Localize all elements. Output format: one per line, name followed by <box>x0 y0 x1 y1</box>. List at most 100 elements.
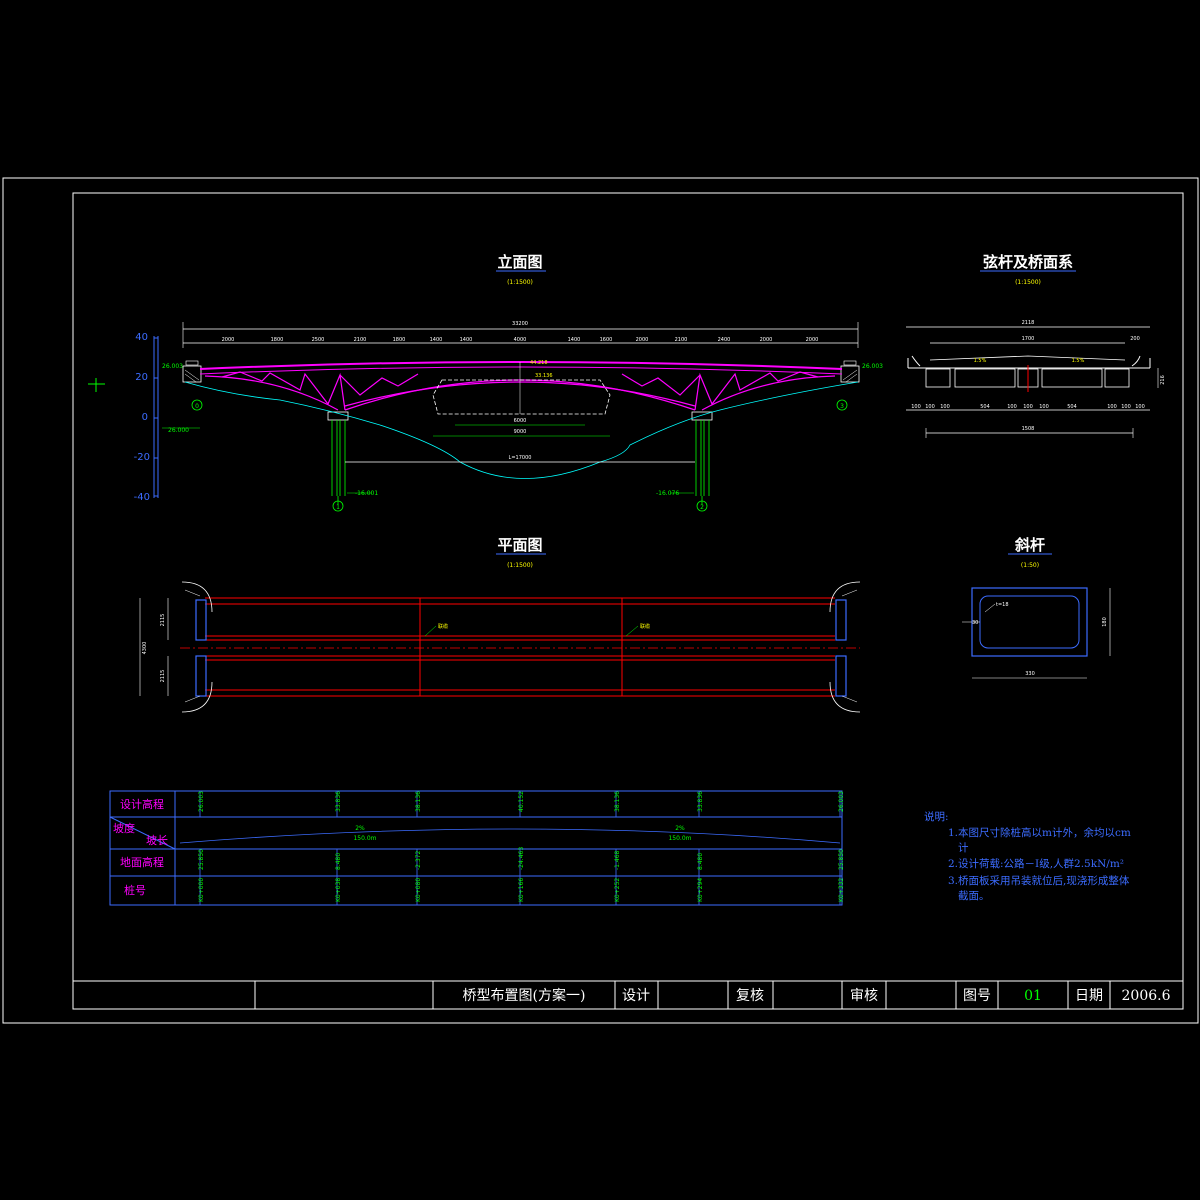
design-elev-7: 26.003 <box>838 791 845 812</box>
ground-elevation: 26.000 <box>168 427 189 434</box>
review-label: 复核 <box>736 987 764 1004</box>
grade-right: 2% <box>675 825 685 832</box>
station-3: K0+080 <box>415 878 422 902</box>
diagonal-section: 斜杆 (1:50) t=18 30 180 330 <box>962 536 1111 679</box>
seg-dim-3: 2500 <box>312 337 325 343</box>
station-5: K0+252 <box>614 878 621 902</box>
station-6: K0+294 <box>697 878 704 902</box>
sheet-label: 图号 <box>963 988 991 1004</box>
design-elev-1: 26.003 <box>198 791 205 812</box>
chord-deck-section: 弦杆及桥面系 (1:1500) 2118 1700 200 1.5% 1.5% … <box>906 253 1166 438</box>
sheet-number: 01 <box>1024 988 1042 1004</box>
axis-tick-0: 0 <box>142 412 148 423</box>
left-abutment <box>182 360 202 383</box>
chord-slope-left: 1.5% <box>974 358 987 364</box>
chord-bot-dim-5: 100 <box>1007 404 1017 410</box>
brace-left-label: 联缆 <box>438 623 448 630</box>
design-elev-3: 38.136 <box>415 791 422 812</box>
chord-bottom-dims: 100 100 100 504 100 100 100 504 100 100 … <box>911 404 1145 410</box>
chord-bot-dim-4: 504 <box>980 404 990 410</box>
chord-bot-dim-1: 100 <box>911 404 921 410</box>
chord-bot-dim-10: 100 <box>1121 404 1131 410</box>
chord-bot-dim-7: 100 <box>1039 404 1049 410</box>
chord-bot-dim-2: 100 <box>925 404 935 410</box>
chord-bot-dim-3: 100 <box>940 404 950 410</box>
axis-tick-20: 20 <box>135 372 148 383</box>
chord-curb-width: 200 <box>1130 336 1140 342</box>
seg-dim-13: 2400 <box>718 337 731 343</box>
chord-bot-dim-9: 100 <box>1107 404 1117 410</box>
right-abutment <box>840 360 860 383</box>
station-7: K0+332 <box>838 878 845 902</box>
note-line-3: 2.设计荷载:公路－Ⅰ级,人群2.5kN/m² <box>948 857 1124 870</box>
seg-dim-12: 2100 <box>675 337 688 343</box>
diagonal-title: 斜杆 <box>1014 536 1045 554</box>
elevation-total-span: 33200 <box>512 321 528 327</box>
diagonal-width: 330 <box>1025 671 1035 677</box>
diagonal-scale: (1:50) <box>1021 562 1039 569</box>
station-4: K0+166 <box>518 878 525 902</box>
design-elev-5: 38.136 <box>614 791 621 812</box>
profile-table: 设计高程 坡度 坡长 地面高程 桩号 26.003 33.836 38.136 … <box>109 790 845 906</box>
pier-2 <box>691 411 713 505</box>
design-elev-4: 40.152 <box>518 791 525 812</box>
check-label: 审核 <box>850 988 878 1004</box>
chord-bot-dim-8: 504 <box>1067 404 1077 410</box>
ground-profile <box>184 381 859 479</box>
crown-elevation: 44.218 <box>530 360 548 366</box>
ground-elev-6: 8.480 <box>697 853 704 870</box>
ground-elev-4: -24.463 <box>518 847 525 870</box>
design-elev-6: 33.836 <box>697 791 704 812</box>
slope-length-left: 150.0m <box>353 835 376 842</box>
plan-right-abutment <box>829 581 861 713</box>
chord-height: 216 <box>1160 375 1166 385</box>
design-elevation-values: 26.003 33.836 38.136 40.152 38.136 33.83… <box>198 791 845 812</box>
seg-dim-9: 1400 <box>568 337 581 343</box>
elevation-title: 立面图 <box>497 253 542 271</box>
row-label-station: 桩号 <box>124 883 146 897</box>
title-block: 桥型布置图(方案一) 设计 复核 审核 图号 01 日期 2006.6 <box>73 980 1183 1009</box>
note-line-2: 计 <box>958 841 969 854</box>
chord-deck-title: 弦杆及桥面系 <box>983 253 1073 271</box>
notes-block: 说明: 1.本图尺寸除桩高以m计外，余均以cm 计 2.设计荷载:公路－Ⅰ级,人… <box>924 810 1131 902</box>
brace-right-label: 联缆 <box>640 623 650 630</box>
plan-title: 平面图 <box>497 536 542 554</box>
diagonal-thickness: t=18 <box>996 602 1009 608</box>
slope-length-right: 150.0m <box>668 835 691 842</box>
grade-left: 2% <box>355 825 365 832</box>
diagonal-wall: 30 <box>972 620 978 626</box>
pier-2-label: 2 <box>700 504 704 511</box>
station-1: K0+000 <box>198 878 205 902</box>
seg-dim-11: 2000 <box>636 337 649 343</box>
plan-left-abutment <box>181 581 213 713</box>
seg-dim-6: 1400 <box>430 337 443 343</box>
seg-dim-5: 1800 <box>393 337 406 343</box>
ground-elev-2: 8.480 <box>335 853 342 870</box>
notes-header: 说明: <box>924 810 949 823</box>
chord-top-width: 2118 <box>1022 320 1035 326</box>
pile-right-elevation: -16.076 <box>656 490 679 497</box>
chord-bot-dim-11: 100 <box>1135 404 1145 410</box>
outer-frame <box>2 177 1199 1024</box>
axis-tick-neg40: -40 <box>134 492 150 503</box>
ground-elevation-values: 25.850 8.480 -2.372 -24.463 -1.468 8.480… <box>198 847 845 870</box>
elevation-scale: (1:1500) <box>507 279 533 286</box>
chord-deck-scale: (1:1500) <box>1015 279 1041 286</box>
seg-dim-2: 1800 <box>271 337 284 343</box>
plan-half-width-top: 2115 <box>160 614 166 627</box>
seg-dim-14: 2000 <box>760 337 773 343</box>
abutment-3-label: 3 <box>840 403 844 410</box>
elevation-axis: 40 20 0 -20 -40 <box>88 332 159 503</box>
plan-total-width: 4300 <box>142 642 148 655</box>
seg-dim-4: 2100 <box>354 337 367 343</box>
note-line-1: 1.本图尺寸除桩高以m计外，余均以cm <box>948 826 1131 839</box>
abutment-0-label: 0 <box>195 403 199 410</box>
span-length: L=17000 <box>509 455 532 461</box>
plan-scale: (1:1500) <box>507 562 533 569</box>
ship-clearance-outline <box>432 379 611 415</box>
chord-bottom-width: 1508 <box>1022 426 1035 432</box>
seg-dim-8: 4000 <box>514 337 527 343</box>
chord-slope-right: 1.5% <box>1072 358 1085 364</box>
row-label-ground-elevation: 地面高程 <box>120 855 164 869</box>
